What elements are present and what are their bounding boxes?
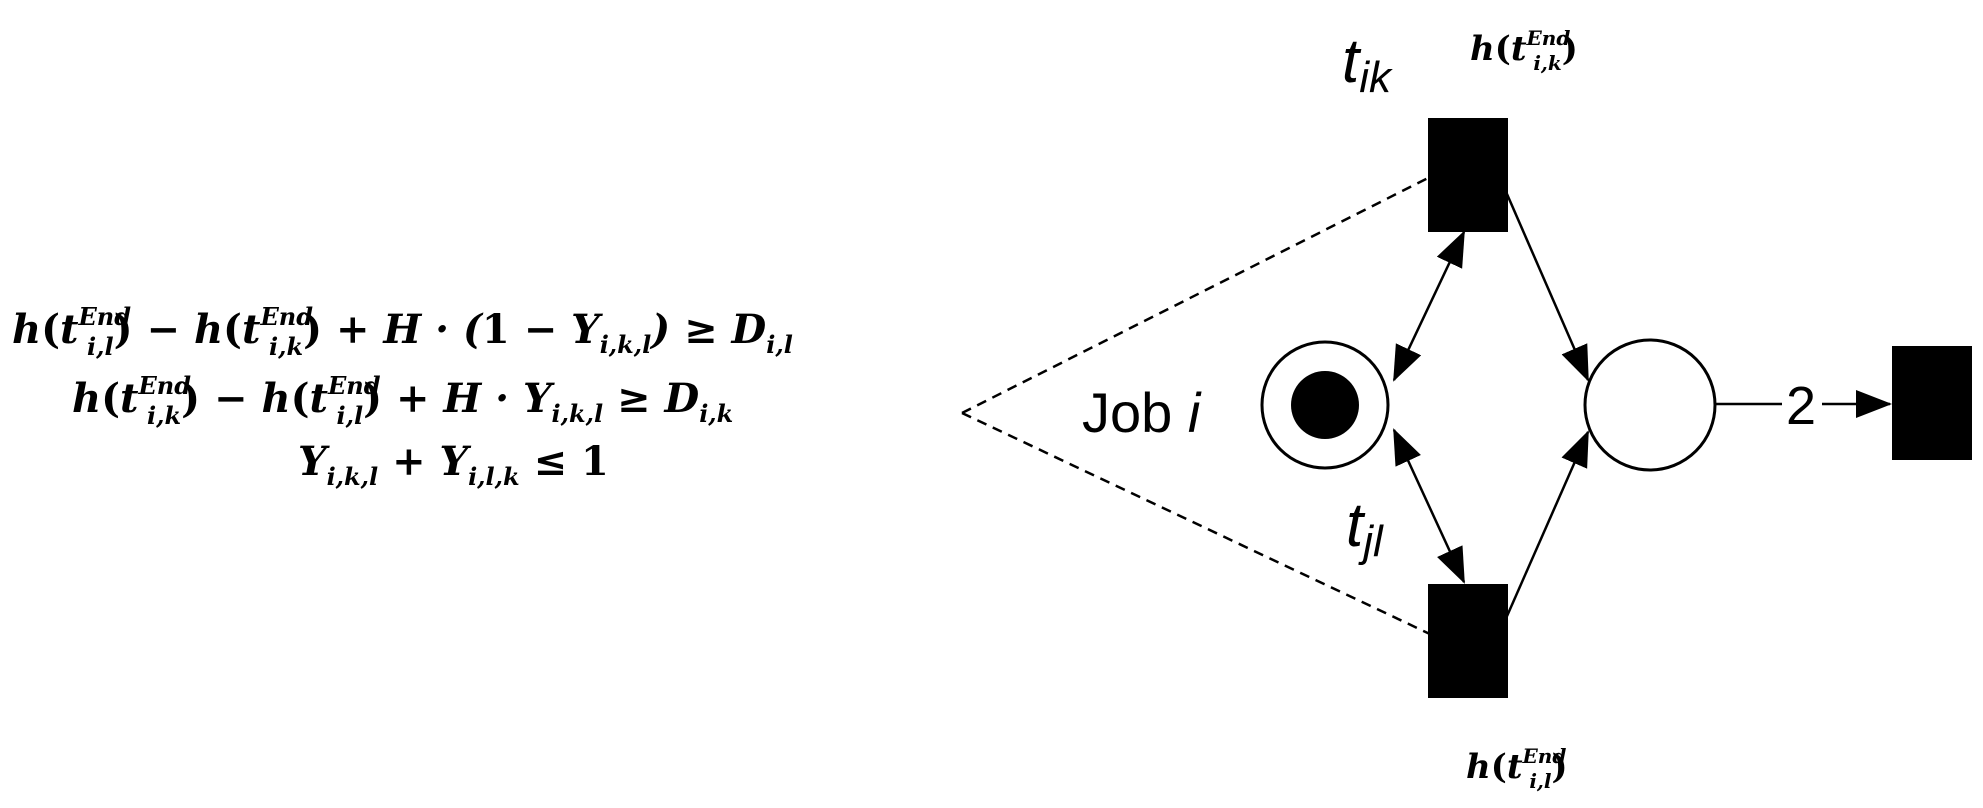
callout-dash-bottom [961, 411, 1433, 637]
transition-t-ik [1428, 118, 1508, 232]
callout-dash-top [961, 174, 1433, 415]
job-token [1291, 371, 1359, 439]
label-t-jl: tjl [1346, 491, 1384, 566]
arc-weight-label: 2 [1786, 376, 1816, 436]
arc-job-to-t-jl [1392, 428, 1466, 584]
transition-t-jl [1428, 584, 1508, 698]
arc-job-to-t-ik [1392, 230, 1466, 382]
label-t-ik: tik [1342, 27, 1393, 102]
constraint-line-3: Yi,k,l + Yi,l,k ≤ 1 [298, 438, 609, 491]
output-place [1583, 338, 1717, 472]
transition-final [1892, 346, 1972, 460]
svg-text:Yi,k,l + Yi,l,k ≤ 1: Yi,k,l + Yi,l,k ≤ 1 [298, 438, 609, 491]
arc-t-ik-to-place [1498, 177, 1590, 382]
label-job-i: Job i [1082, 381, 1202, 444]
arc-t-jl-to-place [1498, 430, 1590, 633]
